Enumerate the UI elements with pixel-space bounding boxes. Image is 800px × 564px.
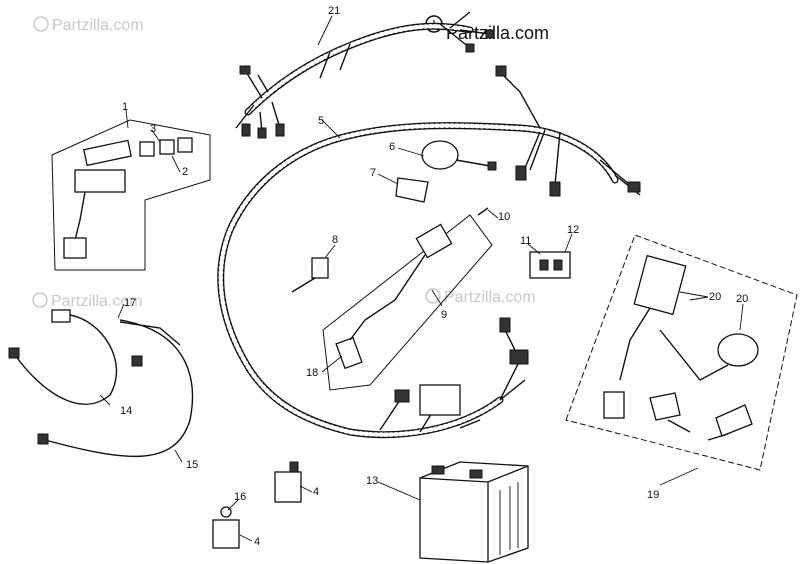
callout-12: 12 [567, 224, 579, 236]
callout-7: 7 [370, 167, 376, 179]
callout-9: 9 [441, 309, 447, 321]
part-15-lead [37, 319, 194, 457]
callout-4-lower: 4 [254, 536, 260, 548]
watermark-top-left: Partzilla.com [33, 16, 144, 34]
watermark-center: Partzilla.com [425, 288, 536, 306]
callout-21: 21 [328, 5, 340, 17]
part-21-front-sub-harness [235, 11, 495, 139]
callout-numbers: 21 1 3 2 5 6 7 8 9 10 11 12 13 14 15 16 … [120, 5, 748, 548]
callout-5: 5 [318, 115, 324, 127]
callout-19: 19 [647, 489, 659, 501]
callout-6: 6 [389, 141, 395, 153]
callout-1: 1 [122, 101, 128, 113]
callout-4-upper: 4 [313, 486, 319, 498]
callout-20-upper: 20 [709, 291, 721, 303]
callout-13: 13 [366, 475, 378, 487]
watermark-text: Partzilla.com [51, 293, 143, 310]
part-9-ignition-coil-box [322, 207, 493, 391]
part-14-lead [8, 309, 117, 405]
part-5-main-wiring-harness [217, 65, 641, 439]
part-4-relay-lower [212, 506, 240, 549]
part-4-relay-upper [274, 461, 302, 503]
part-13-battery [419, 461, 529, 563]
callout-15: 15 [186, 459, 198, 471]
callout-14: 14 [120, 405, 132, 417]
callout-18: 18 [306, 367, 318, 379]
callout-20-right: 20 [736, 293, 748, 305]
part-19-alarm-kit-box [565, 234, 798, 471]
callout-2: 2 [182, 166, 188, 178]
part-6-relay [421, 140, 497, 171]
callout-17: 17 [124, 297, 136, 309]
part-11-regulator [529, 251, 571, 279]
watermark-left: Partzilla.com [32, 292, 143, 310]
callout-16: 16 [234, 491, 246, 503]
callout-10: 10 [498, 211, 510, 223]
callout-8: 8 [332, 234, 338, 246]
watermark-text: Partzilla.com [444, 289, 536, 306]
watermark-text: Partzilla.com [52, 17, 144, 34]
callout-11: 11 [520, 235, 531, 247]
part-8-connector [291, 257, 329, 293]
callout-3: 3 [150, 123, 156, 135]
part-7-clamp [395, 177, 429, 203]
part-1-switch-assembly-box [51, 119, 211, 271]
leader-lines [99, 15, 744, 542]
